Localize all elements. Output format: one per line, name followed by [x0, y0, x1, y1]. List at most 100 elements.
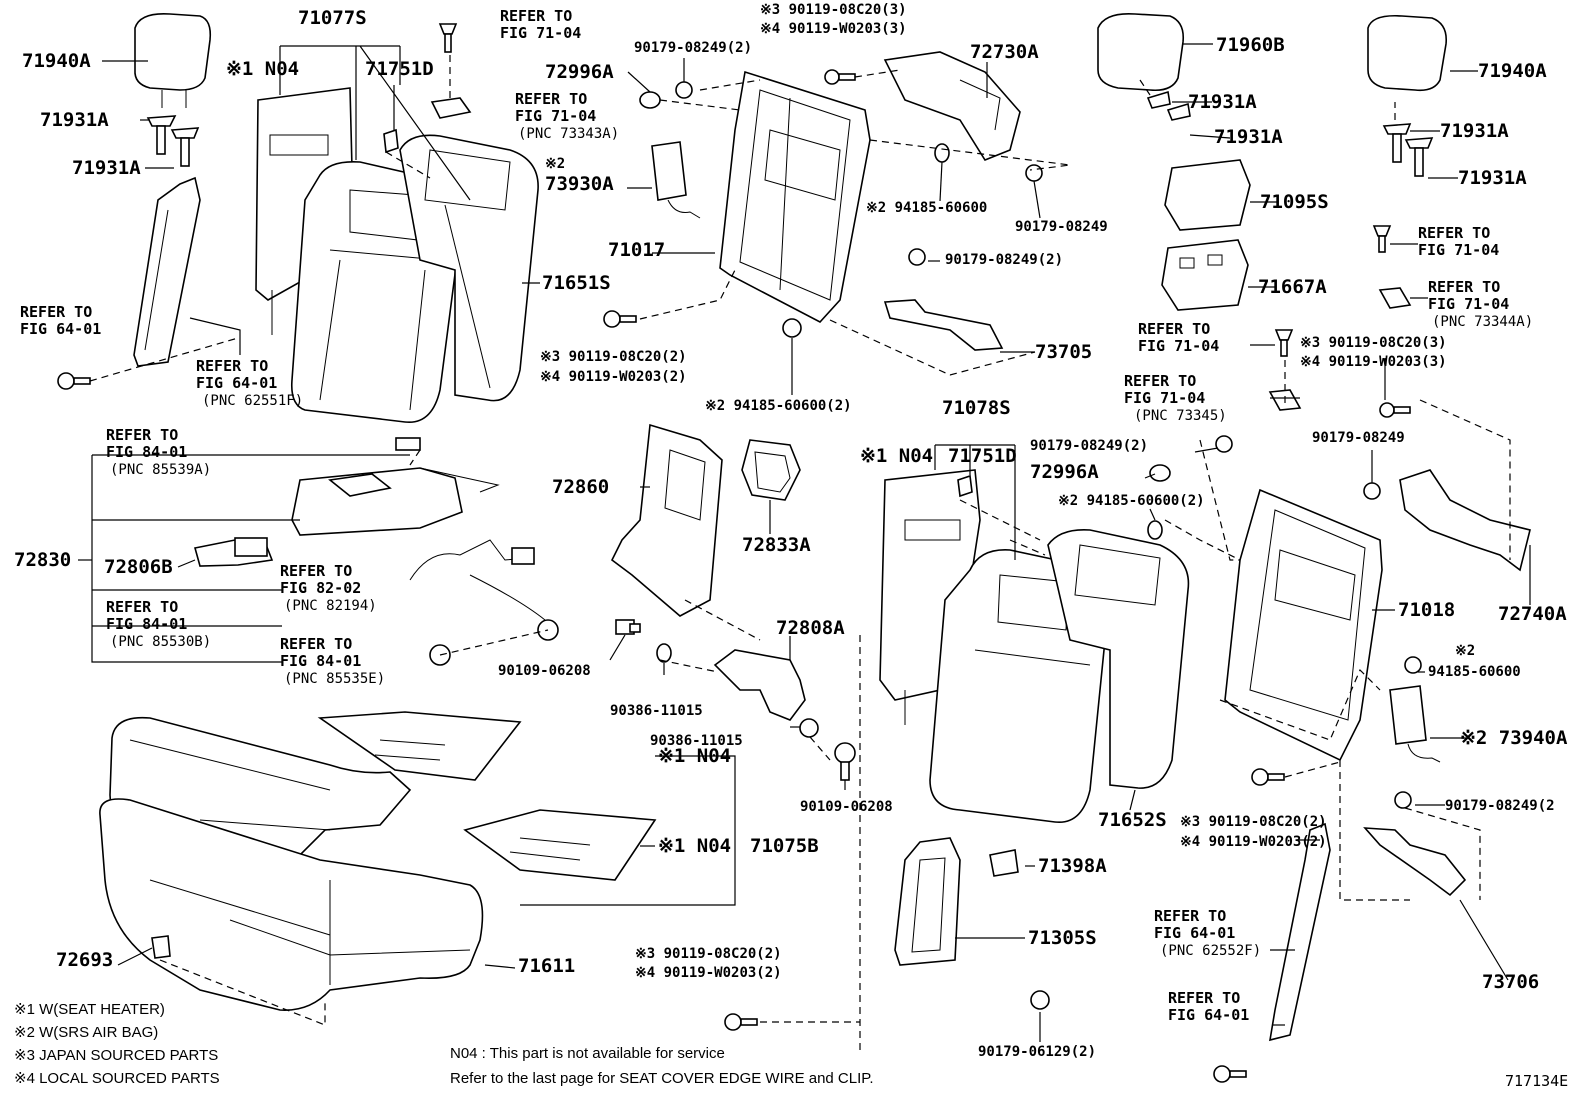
- label-73705: 73705: [1035, 341, 1092, 363]
- figure-id: 717134E: [1505, 1072, 1568, 1090]
- seatback-frame-71017: [719, 70, 871, 323]
- seatback-pad-71651S: [399, 134, 539, 402]
- footnotes: N04 : This part is not available for ser…: [450, 1045, 1568, 1090]
- ref-9-line1: REFER TO: [1418, 224, 1490, 242]
- legend-item-3: ※3 JAPAN SOURCED PARTS: [14, 1047, 218, 1064]
- ref-3-line2: FIG 64-01: [20, 320, 101, 338]
- ref-7-line3: (PNC 85530B): [110, 634, 211, 650]
- label-71751D-b: 71751D: [948, 445, 1017, 467]
- label-N04-a: ※1 N04: [226, 58, 299, 80]
- label-73930A: 73930A: [545, 173, 614, 195]
- label-71018: 71018: [1398, 599, 1455, 621]
- side-trim-left: [133, 176, 201, 367]
- seatback-frame-71018: [1224, 488, 1383, 762]
- label-71931A-l1: 71931A: [40, 109, 109, 131]
- label-71931A-l2: 71931A: [72, 157, 141, 179]
- label-n3-a: ※3 90119-08C20(3): [760, 2, 907, 18]
- bolt-90119-left-top: [824, 69, 856, 85]
- ref-11-line2: FIG 71-04: [1138, 337, 1219, 355]
- label-72693: 72693: [56, 949, 113, 971]
- label-90109-06208-a: 90109-06208: [498, 663, 591, 679]
- nut-90179-08249-a: [1025, 164, 1043, 182]
- cup-holder-72806B: [193, 537, 274, 567]
- ref-6-line1: REFER TO: [280, 562, 352, 580]
- label-n4-c: ※4 90119-W0203(3): [1300, 354, 1447, 370]
- ref-2-line2: FIG 71-04: [515, 107, 596, 125]
- ref-12-line2: FIG 71-04: [1124, 389, 1205, 407]
- ref-13-line3: (PNC 62552F): [1160, 943, 1261, 959]
- label-71078S: 71078S: [942, 397, 1011, 419]
- bolt-90119-bottom: [724, 1013, 758, 1031]
- label-90109-06208-b: 90109-06208: [800, 799, 893, 815]
- seat-cushion-heater-N04-b: [463, 809, 657, 881]
- headrest-71940A-left: [134, 12, 212, 108]
- legend-item-1: ※1 W(SEAT HEATER): [14, 1001, 165, 1018]
- ref-8-line2: FIG 84-01: [280, 652, 361, 670]
- label-n4-e: ※4 90119-W0203(2): [635, 965, 782, 981]
- ref-4-line2: FIG 64-01: [196, 374, 277, 392]
- label-72996A-b: 72996A: [1030, 461, 1099, 483]
- leader-lines: [78, 43, 1531, 1042]
- label-73706: 73706: [1482, 971, 1539, 993]
- headrest-71940A-right: [1367, 14, 1448, 92]
- label-72860: 72860: [552, 476, 609, 498]
- ref-10-line2: FIG 71-04: [1428, 295, 1509, 313]
- label-90179-08249-a: 90179-08249: [1015, 219, 1108, 235]
- screw-refer-71-04-right: [1372, 225, 1392, 253]
- label-90179-08249-2b: 90179-08249(2): [945, 252, 1063, 268]
- bolt-90109-06208-a: [615, 619, 641, 635]
- ref-10-line3: (PNC 73344A): [1432, 314, 1533, 330]
- bolt-90119-right-top: [1379, 402, 1411, 418]
- nut-90179-08249-right-a: [1215, 435, 1233, 453]
- label-n2-73930A: ※2: [545, 156, 565, 172]
- label-94185-2a: ※2 94185-60600(2): [705, 398, 852, 414]
- label-73940A: ※2 73940A: [1460, 727, 1568, 749]
- label-90179-08249-b: 90179-08249: [1312, 430, 1405, 446]
- label-71017: 71017: [608, 239, 665, 261]
- nut-94185-60600-2: [782, 318, 802, 338]
- label-72730A: 72730A: [970, 41, 1039, 63]
- label-71940A-left: 71940A: [22, 50, 91, 72]
- armrest-cover-71095S: [1164, 159, 1251, 231]
- ref-5-line1: REFER TO: [106, 426, 178, 444]
- cap-72996A-left: [639, 91, 661, 109]
- screw-refer-71-04-top: [438, 23, 458, 53]
- clip-71751D-right: [957, 474, 973, 498]
- nut-90179-08249-right-c: [1394, 791, 1412, 809]
- label-90386-11015-b: 90386-11015: [650, 733, 743, 749]
- ref-6-line2: FIG 82-02: [280, 579, 361, 597]
- nut-90179-06129: [1030, 990, 1050, 1010]
- label-72808A: 72808A: [776, 617, 845, 639]
- headrest-guide-71931A-mid: [1146, 90, 1191, 121]
- label-n3-e: ※3 90119-08C20(2): [635, 946, 782, 962]
- heater-harness-82194: [409, 539, 546, 621]
- ref-2-line3: (PNC 73343A): [518, 126, 619, 142]
- label-n4-b: ※4 90119-W0203(2): [540, 369, 687, 385]
- label-71651S: 71651S: [542, 272, 611, 294]
- legend: ※1 W(SEAT HEATER) ※2 W(SRS AIR BAG) ※3 J…: [14, 1001, 220, 1087]
- bracket-73343A: [430, 97, 472, 119]
- label-94185-b: 94185-60600: [1428, 664, 1521, 680]
- label-72740A: 72740A: [1498, 603, 1567, 625]
- ref-1-line2: FIG 71-04: [500, 24, 581, 42]
- headrest-71960B: [1097, 12, 1185, 92]
- label-n3-d: ※3 90119-08C20(2): [1180, 814, 1327, 830]
- label-72806B: 72806B: [104, 556, 173, 578]
- label-n4-d: ※4 90119-W0203(2): [1180, 834, 1327, 850]
- ref-1-line1: REFER TO: [500, 7, 572, 25]
- headrest-guide-71931A-left: [146, 115, 200, 167]
- seat-cushion-heater-N04-a: [317, 711, 522, 781]
- label-72996A-a: 72996A: [545, 61, 614, 83]
- part-number-labels: 71940A 71931A 71931A 71077S ※1 N04 71751…: [14, 2, 1568, 1060]
- cap-72996A-right: [1149, 464, 1171, 482]
- label-n3-c: ※3 90119-08C20(3): [1300, 335, 1447, 351]
- label-71940A-right: 71940A: [1478, 60, 1547, 82]
- cushion-71667A: [1161, 239, 1249, 311]
- label-71960B: 71960B: [1216, 34, 1285, 56]
- clip-72693: [151, 935, 171, 959]
- hinge-bracket-72740A: [1399, 469, 1531, 572]
- ref-9-line2: FIG 71-04: [1418, 241, 1499, 259]
- ref-12-line1: REFER TO: [1124, 372, 1196, 390]
- bolt-90119-left-mid: [603, 310, 637, 328]
- seatback-cover-71652S: [929, 549, 1109, 823]
